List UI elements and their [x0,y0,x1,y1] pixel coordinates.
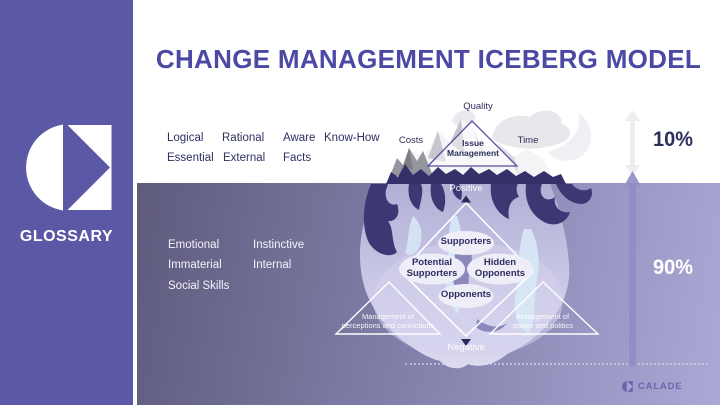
brand-logo-icon [621,381,633,392]
surface-range-arrow-icon [625,110,640,176]
potential-supporters-line1: Potential [411,257,453,268]
surface-keyword: External [223,152,266,164]
surface-keyword: Aware [283,132,316,144]
underwater-keyword: Immaterial [168,259,222,271]
management-perceptions-label: Management of perceptions and conviction… [341,312,435,330]
opponents-label: Opponents [440,289,492,300]
management-power-line1: Management of [516,312,570,321]
underwater-keyword: Social Skills [168,280,230,292]
hidden-opponents-line1: Hidden [483,257,517,268]
surface-keyword: Logical [167,132,204,144]
underwater-keyword: Internal [253,259,292,271]
potential-supporters-label: Potential Supporters [406,257,458,279]
management-power-line2: power and politics [512,320,574,330]
potential-supporters-line2: Supporters [406,267,458,279]
surface-keyword: Rational [222,132,265,144]
management-perceptions-line2: perceptions and convictions [341,320,435,330]
brand-logo: CALADE [621,381,682,392]
depth-baseline [405,363,708,365]
management-power-label: Management of power and politics [512,312,574,330]
issue-management-line1: Issue [462,138,484,148]
sidebar-label: GLOSSARY [19,228,114,245]
factor-costs-label: Costs [398,135,424,146]
positive-label: Positive [449,183,483,194]
surface-keyword: Facts [283,152,312,164]
underwater-percent: 90% [653,256,693,279]
glossary-logo-icon [26,124,112,211]
underwater-range-arrow-icon [624,171,641,366]
issue-management-label: Issue Management [447,138,499,158]
underwater-keyword: Instinctive [253,239,305,251]
surface-percent: 10% [653,128,693,151]
surface-keyword: Know-How [324,132,380,144]
factor-quality-label: Quality [463,101,493,112]
negative-label: Negative [447,342,485,353]
surface-keyword: Essential [167,152,214,164]
iceberg-illustration [334,110,600,369]
page-title: CHANGE MANAGEMENT ICEBERG MODEL [155,44,702,74]
factor-time-label: Time [517,135,539,146]
hidden-opponents-line2: Opponents [474,267,526,279]
sidebar: GLOSSARY [0,0,133,405]
underwater-keyword: Emotional [168,239,220,251]
brand-name: CALADE [638,381,683,392]
management-perceptions-line1: Management of [361,312,415,321]
supporters-label: Supporters [440,236,492,247]
hidden-opponents-label: Hidden Opponents [474,257,526,279]
issue-management-line2: Management [447,147,499,158]
